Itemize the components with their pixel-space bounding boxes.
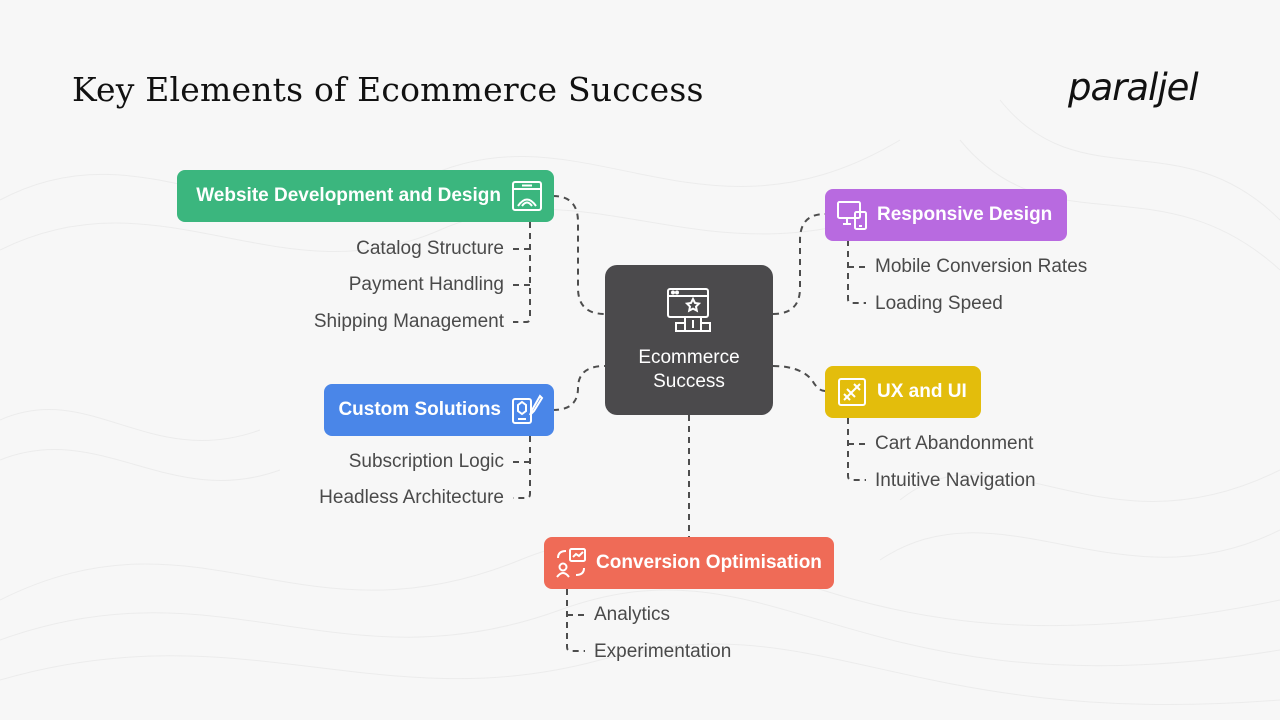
award-podium-icon [664,285,714,340]
leaf-experimentation: Experimentation [594,641,732,662]
branch-ux-label: UX and UI [877,381,967,402]
leaf-mobile-conversion-rates: Mobile Conversion Rates [875,256,1088,277]
branch-custom-label: Custom Solutions [338,399,501,420]
branch-website-label: Website Development and Design [196,185,501,206]
center-label-line1: Ecommerce [638,347,740,368]
bracket-ux [847,418,866,481]
branch-custom-solutions: Custom Solutions [324,384,554,436]
bracket-responsive [847,240,866,304]
branch-conversion-optimisation: Conversion Optimisation [544,537,834,589]
connector-website [552,195,606,315]
leaf-analytics: Analytics [594,604,671,625]
branch-ux-ui: UX and UI [825,366,981,418]
bracket-website [513,222,531,323]
leaf-headless-architecture: Headless Architecture [319,487,504,508]
leaf-loading-speed: Loading Speed [875,293,1003,314]
leaf-payment-handling: Payment Handling [348,274,504,295]
design-pen-icon [835,375,869,409]
leaf-shipping-management: Shipping Management [313,311,504,332]
leaf-catalog-structure: Catalog Structure [356,238,504,259]
center-node: Ecommerce Success [605,265,773,415]
connector-custom [552,365,606,411]
branch-website-development: Website Development and Design [177,170,554,222]
branch-conversion-label: Conversion Optimisation [596,552,822,573]
center-label-line2: Success [653,371,725,392]
branch-responsive-label: Responsive Design [877,204,1053,225]
custom-tools-icon [510,393,544,427]
connector-responsive [772,213,826,315]
bracket-custom [513,436,531,499]
leaf-intuitive-navigation: Intuitive Navigation [875,470,1036,491]
leaf-cart-abandonment: Cart Abandonment [875,433,1034,454]
page-title: Key Elements of Ecommerce Success [72,70,704,109]
devices-icon [835,198,869,232]
connector-ux [772,365,826,392]
bracket-conversion [566,589,585,652]
brand-logo: paraljel [1068,66,1199,109]
analytics-flow-icon [554,546,588,580]
leaf-subscription-logic: Subscription Logic [348,451,504,472]
branch-responsive-design: Responsive Design [825,189,1067,241]
web-design-icon [510,179,544,213]
